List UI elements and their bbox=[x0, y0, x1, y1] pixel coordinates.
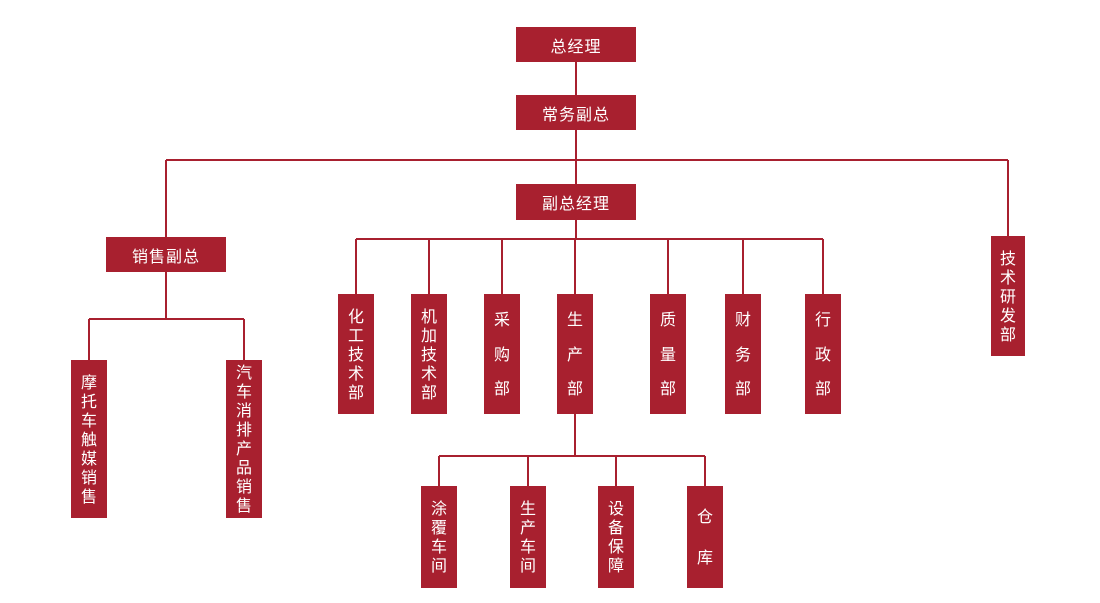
node-quality-dept: 质量部 bbox=[650, 294, 686, 414]
node-purchasing-dept: 采购部 bbox=[484, 294, 520, 414]
node-general-manager: 总经理 bbox=[516, 27, 636, 62]
node-chemical-tech-dept: 化工技术部 bbox=[338, 294, 374, 414]
node-executive-vp: 常务副总 bbox=[516, 95, 636, 130]
node-deputy-gm: 副总经理 bbox=[516, 184, 636, 220]
node-admin-dept: 行政部 bbox=[805, 294, 841, 414]
node-sales-vp: 销售副总 bbox=[106, 237, 226, 272]
node-auto-exhaust-sales: 汽车消排产品销售 bbox=[226, 360, 262, 518]
node-production-dept: 生产部 bbox=[557, 294, 593, 414]
node-coating-workshop: 涂覆车间 bbox=[421, 486, 457, 588]
node-motorcycle-catalyst-sales: 摩托车触媒销售 bbox=[71, 360, 107, 518]
node-equipment-support: 设备保障 bbox=[598, 486, 634, 588]
node-warehouse: 仓库 bbox=[687, 486, 723, 588]
node-finance-dept: 财务部 bbox=[725, 294, 761, 414]
node-machining-tech-dept: 机加技术部 bbox=[411, 294, 447, 414]
node-rd-dept: 技术研发部 bbox=[991, 236, 1025, 356]
node-production-workshop: 生产车间 bbox=[510, 486, 546, 588]
